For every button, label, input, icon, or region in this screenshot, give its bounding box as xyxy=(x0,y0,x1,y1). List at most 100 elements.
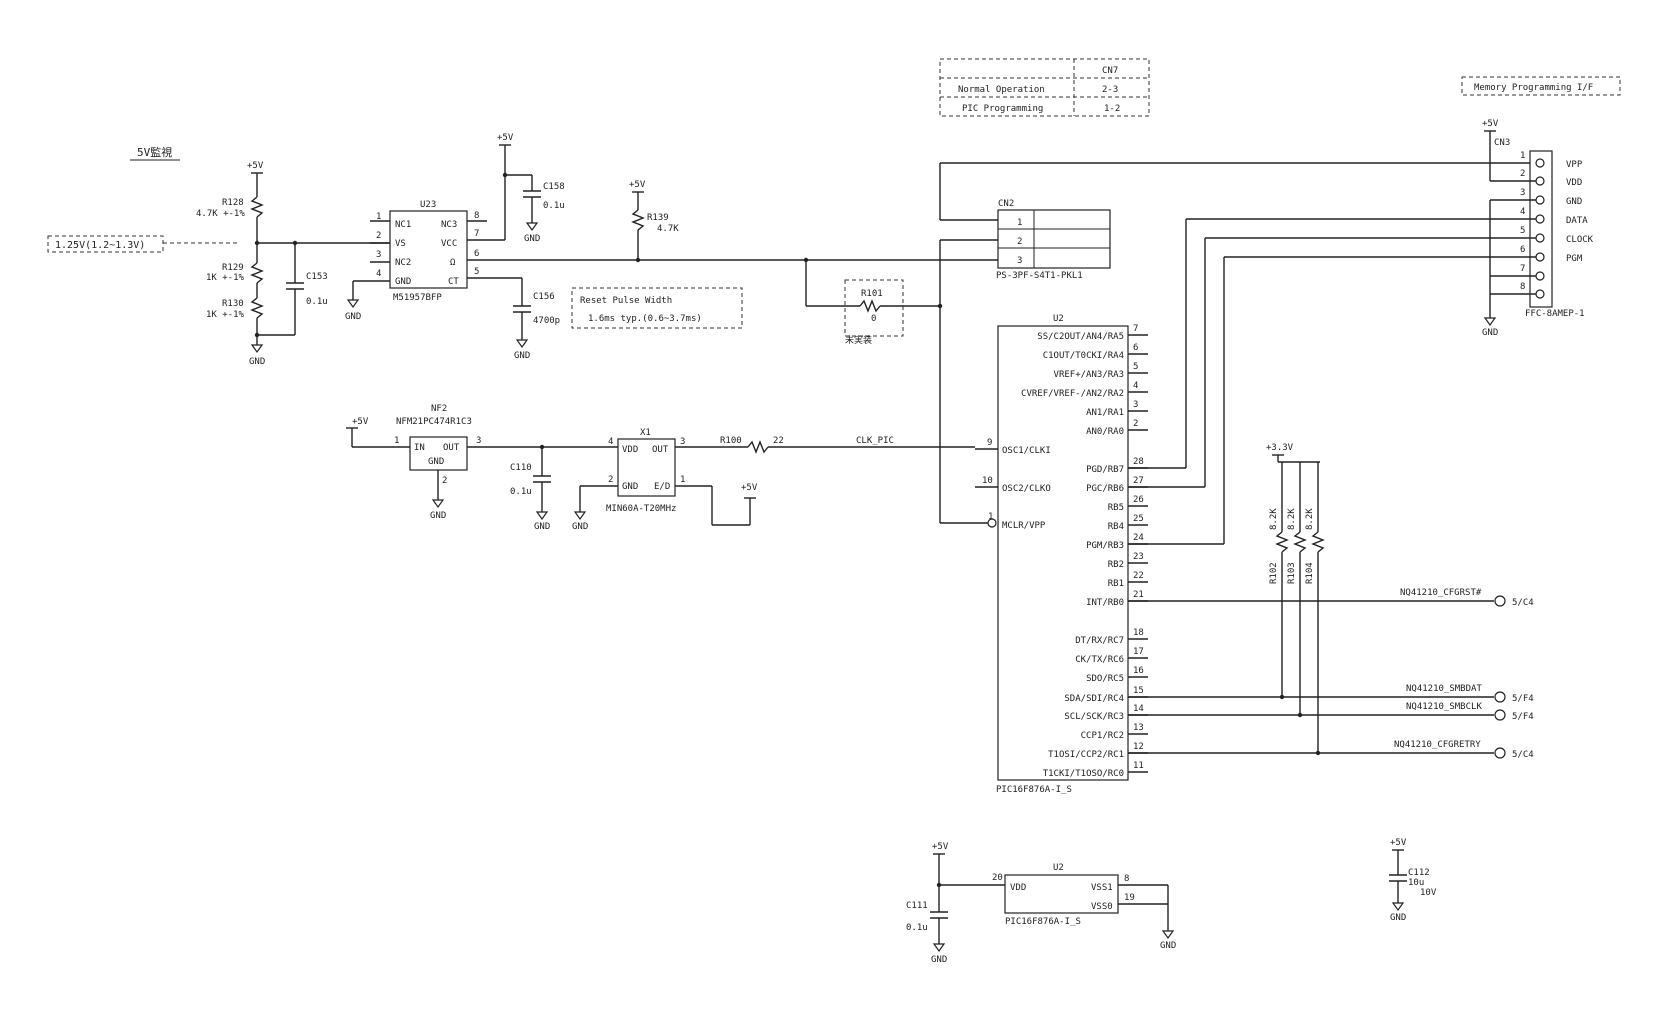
svg-text:5: 5 xyxy=(1520,226,1525,236)
u23-body xyxy=(389,210,468,289)
junction xyxy=(937,303,943,309)
u2-pin-name: PGD/RB7 xyxy=(1086,465,1124,475)
u2-pin-number: 25 xyxy=(1133,514,1144,524)
u2-pin-number: 7 xyxy=(1133,324,1138,334)
svg-text:DATA: DATA xyxy=(1566,216,1588,226)
u2-pin-name: SDO/RC5 xyxy=(1086,674,1124,684)
cn2-pin3: 3 xyxy=(1017,256,1022,266)
u2-power-vss1: VSS1 xyxy=(1091,883,1113,893)
c158-ref: C158 xyxy=(543,182,565,192)
c112-ref: C112 xyxy=(1408,868,1430,878)
r100-ref: R100 xyxy=(720,436,742,446)
offpage-ref-smbclk: 5/F4 xyxy=(1512,712,1534,722)
c112-value: 10u xyxy=(1408,878,1424,888)
u2-pin-name: SS/C2OUT/AN4/RA5 xyxy=(1037,332,1124,342)
gnd-symbol xyxy=(346,299,360,309)
vcc-label-u2-power: +5V xyxy=(932,842,949,852)
u2-pin-number: 21 xyxy=(1133,590,1144,600)
gnd-symbol xyxy=(250,344,264,354)
r100-resistor xyxy=(747,440,769,454)
svg-text:2: 2 xyxy=(376,231,381,241)
svg-text:NC3: NC3 xyxy=(441,220,457,230)
cn3-part: FFC-8AMEP-1 xyxy=(1525,309,1585,319)
svg-text:4: 4 xyxy=(1520,207,1525,217)
x1-body xyxy=(617,438,676,497)
svg-text:VPP: VPP xyxy=(1566,160,1583,170)
svg-text:1: 1 xyxy=(1520,151,1525,161)
u2-power-vss1-num: 8 xyxy=(1124,874,1129,884)
u2-pin-name: RB1 xyxy=(1108,579,1124,589)
r104-value: 8.2K xyxy=(1305,508,1315,530)
svg-text:10: 10 xyxy=(982,476,993,486)
u2-pin-number: 6 xyxy=(1133,343,1138,353)
cn7-table: CN7 Normal Operation 2-3 PIC Programming… xyxy=(939,58,1150,117)
r128-resistor xyxy=(250,196,264,218)
u2-pin-number: 24 xyxy=(1133,533,1144,543)
cn3-body xyxy=(1529,150,1553,308)
svg-text:6: 6 xyxy=(474,249,479,259)
vcc-label-divider: +5V xyxy=(247,161,264,171)
vcc33-label: +3.3V xyxy=(1266,443,1294,453)
x1-pin-vdd: VDD xyxy=(622,445,638,455)
u2-pin-name: DT/RX/RC7 xyxy=(1075,636,1124,646)
u2-pin-number: 23 xyxy=(1133,552,1144,562)
svg-text:3: 3 xyxy=(1520,188,1525,198)
u2-pin-name: SCL/SCK/RC3 xyxy=(1064,712,1124,722)
svg-text:PGM: PGM xyxy=(1566,254,1583,264)
x1-pin4: 4 xyxy=(608,437,613,447)
cn2-pin2: 2 xyxy=(1017,237,1022,247)
u2-pin-name: VREF+/AN3/RA3 xyxy=(1054,370,1124,380)
x1-pin2: 2 xyxy=(608,475,613,485)
junction xyxy=(1297,712,1303,718)
x1-pin-ed: E/D xyxy=(654,482,670,492)
monitor-voltage-note-box xyxy=(47,235,164,253)
x1-pin-gnd: GND xyxy=(622,482,638,492)
reset-pulse-line1: Reset Pulse Width xyxy=(580,296,672,306)
u2-pin-name: SDA/SDI/RC4 xyxy=(1064,694,1124,704)
gnd-symbol xyxy=(431,499,445,509)
monitor-voltage-note: 1.25V(1.2~1.3V) xyxy=(55,240,145,251)
c110-ref: C110 xyxy=(510,463,532,473)
c153-value: 0.1u xyxy=(306,297,328,307)
u2-power-vss0: VSS0 xyxy=(1091,902,1113,912)
vcc-label-cn3: +5V xyxy=(1482,119,1499,129)
u2-pin-name: T1CKI/T1OSO/RC0 xyxy=(1043,769,1124,779)
offpage-net-cfgretry: NQ41210_CFGRETRY xyxy=(1394,740,1481,750)
cn2-ref: CN2 xyxy=(998,199,1014,209)
offpage-ref-cfgretry: 5/C4 xyxy=(1512,750,1534,760)
c156-value: 4700p xyxy=(533,316,560,326)
nf2-pin-in-num: 1 xyxy=(394,436,399,446)
offpage-ref-cfgrst: 5/C4 xyxy=(1512,598,1534,608)
svg-text:8: 8 xyxy=(1520,282,1525,292)
u2-pin-number: 14 xyxy=(1133,704,1144,714)
mem-prog-label: Memory Programming I/F xyxy=(1474,83,1593,93)
gnd-symbol xyxy=(535,511,549,521)
u2-pin-name: CK/TX/RC6 xyxy=(1075,655,1124,665)
svg-text:OSC1/CLKI: OSC1/CLKI xyxy=(1002,446,1051,456)
x1-pin-out: OUT xyxy=(652,445,669,455)
svg-text:Ω: Ω xyxy=(450,258,456,268)
gnd-symbol xyxy=(573,511,587,521)
gnd-label: GND xyxy=(430,511,446,521)
r101-value: 0 xyxy=(871,314,876,324)
c158-value: 0.1u xyxy=(543,201,565,211)
offpage-connectors xyxy=(1494,595,1506,759)
r103-ref: R103 xyxy=(1287,562,1297,584)
u2-pin-name: RB5 xyxy=(1108,503,1124,513)
svg-text:GND: GND xyxy=(395,277,411,287)
u23-ref: U23 xyxy=(420,200,436,210)
c111-ref: C111 xyxy=(906,901,928,911)
r101-resistor xyxy=(859,299,881,313)
svg-text:7: 7 xyxy=(1520,264,1525,274)
svg-text:1: 1 xyxy=(376,212,381,222)
r100-value: 22 xyxy=(773,436,784,446)
gnd-symbol xyxy=(1161,930,1175,940)
u23-right-pins: 8 7 6 5 NC3 VCC Ω CT xyxy=(441,211,505,287)
u2-pin-name: CCP1/RC2 xyxy=(1081,731,1124,741)
reset-pulse-note-box xyxy=(571,287,743,329)
reset-pulse-line2: 1.6ms typ.(0.6~3.7ms) xyxy=(588,314,702,324)
svg-text:CLOCK: CLOCK xyxy=(1566,235,1594,245)
gnd-symbol xyxy=(515,339,529,349)
x1-ref: X1 xyxy=(640,428,651,438)
r102-value: 8.2K xyxy=(1269,508,1279,530)
